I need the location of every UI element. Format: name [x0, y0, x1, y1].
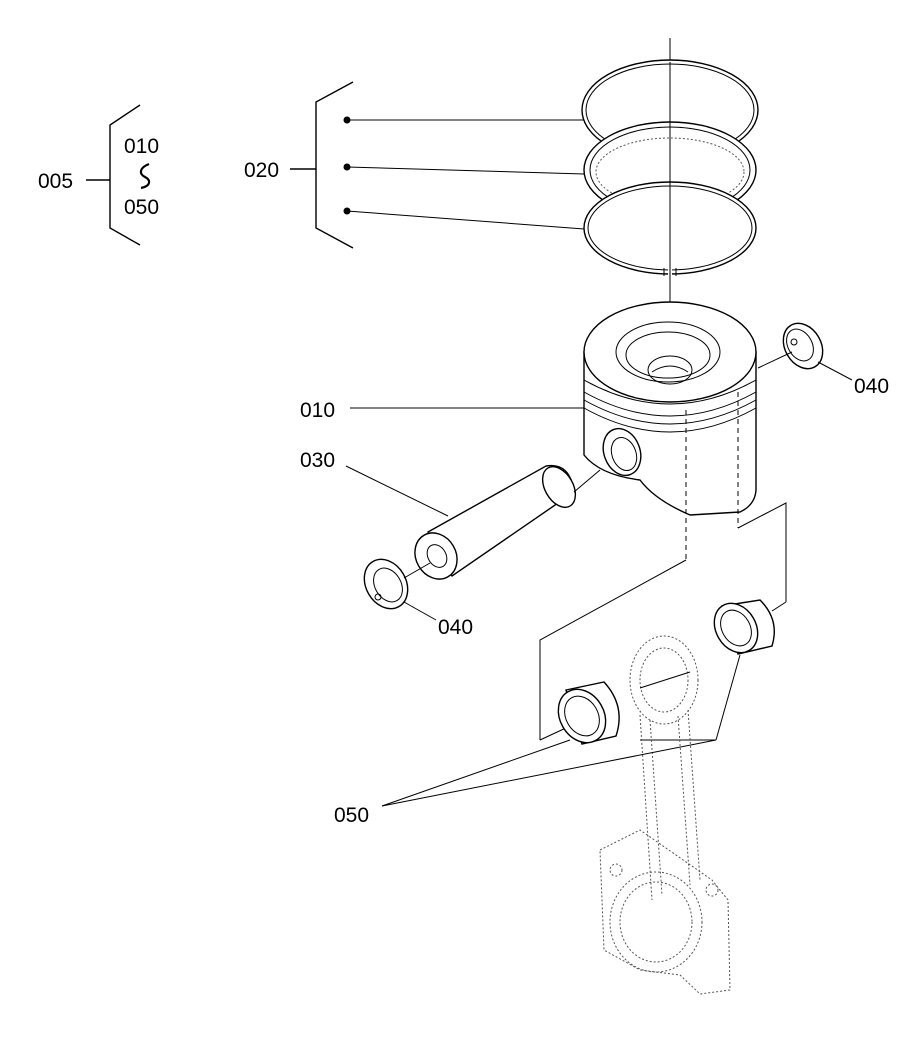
range-start-label: 010 — [124, 135, 159, 158]
bushing-left-icon — [557, 681, 620, 745]
pin-label: 030 — [300, 449, 335, 472]
rings-bracket: 020 — [244, 81, 585, 249]
bushing-right-icon — [713, 599, 775, 655]
range-end-label: 050 — [124, 196, 159, 219]
circlip-left-label: 040 — [438, 616, 473, 639]
piston-pin-icon — [414, 464, 577, 580]
rings-label: 020 — [244, 159, 279, 182]
assembly-label: 005 — [38, 170, 73, 193]
piston-label: 010 — [300, 399, 335, 422]
circlip-right-icon — [782, 322, 824, 370]
connecting-rod-icon — [599, 635, 731, 995]
piston-icon — [583, 301, 757, 560]
circlip-right-label: 040 — [854, 375, 889, 398]
bushings-label: 050 — [334, 804, 369, 827]
circlip-left-icon — [363, 558, 409, 610]
range-tilde-icon — [139, 162, 151, 190]
assembly-bracket: 005 010 050 — [38, 104, 159, 246]
